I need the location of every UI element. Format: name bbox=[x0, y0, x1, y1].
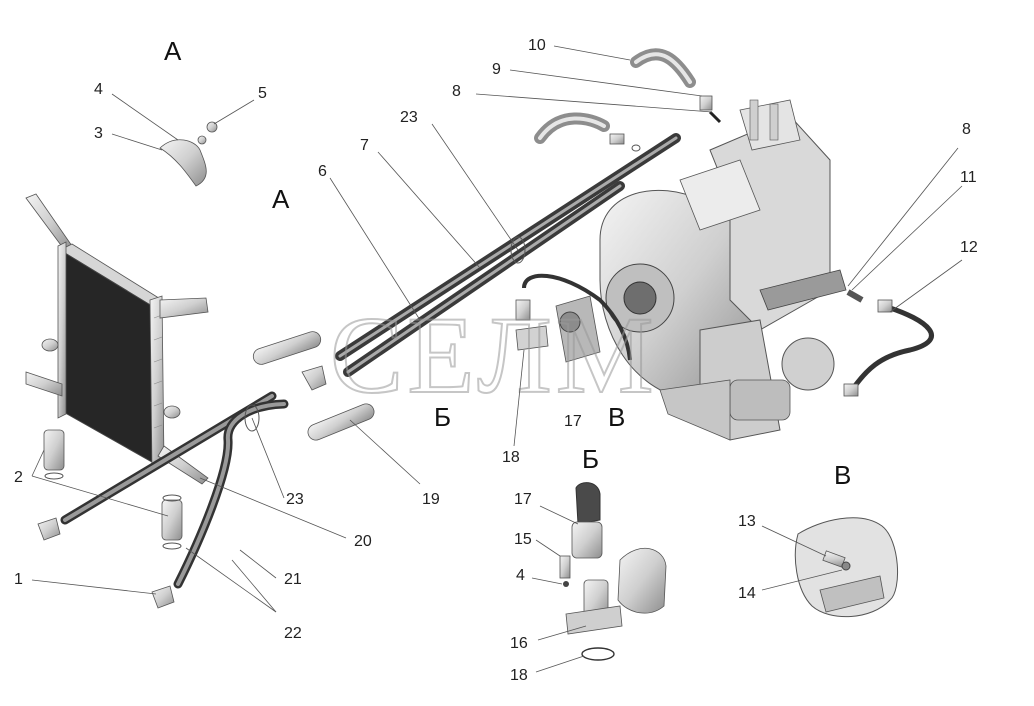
callout-number: 22 bbox=[284, 625, 302, 642]
callout-number: 17 bbox=[514, 491, 532, 508]
callout-number: 6 bbox=[318, 163, 327, 180]
callout-number: 8 bbox=[962, 121, 971, 138]
view-letter-a: А bbox=[272, 184, 290, 214]
callout-number: 14 bbox=[738, 585, 756, 602]
upper-hoses bbox=[534, 48, 722, 152]
callout-number: 7 bbox=[360, 137, 369, 154]
callout-number: 9 bbox=[492, 61, 501, 78]
callout-number: 11 bbox=[960, 169, 977, 186]
callout-number: 23 bbox=[286, 491, 304, 508]
leader-lines bbox=[31, 45, 963, 673]
view-v-detail bbox=[794, 517, 899, 618]
view-letter-a: А bbox=[164, 36, 182, 66]
callout-number: 13 bbox=[738, 513, 756, 530]
callout-number: 18 bbox=[502, 449, 520, 466]
view-a-clamp bbox=[159, 121, 218, 187]
callout-number: 20 bbox=[354, 533, 372, 550]
callout-number: 1 bbox=[14, 571, 23, 588]
callout-number: 4 bbox=[516, 567, 525, 584]
callout-number: 5 bbox=[258, 85, 267, 102]
callout-number: 18 bbox=[510, 667, 528, 684]
view-letter-b: Б bbox=[582, 444, 599, 474]
pipe-assembly-center bbox=[252, 133, 681, 441]
hose-connectors bbox=[37, 429, 183, 609]
callout-number: 23 bbox=[400, 109, 418, 126]
watermark-text: СЕЛМ bbox=[330, 294, 658, 416]
callout-number: 12 bbox=[960, 239, 978, 256]
part-callouts: 10 9 8 23 7 6 4 5 3 8 11 12 2 1 23 20 21… bbox=[14, 37, 978, 684]
pump-and-hose bbox=[515, 273, 632, 363]
callout-number: 3 bbox=[94, 125, 103, 142]
transmission-unit bbox=[599, 99, 847, 441]
right-hose bbox=[843, 289, 934, 397]
callout-number: 21 bbox=[284, 571, 302, 588]
callout-number: 4 bbox=[94, 81, 103, 98]
view-letter-v: В bbox=[834, 460, 851, 490]
callout-number: 8 bbox=[452, 83, 461, 100]
callout-number: 10 bbox=[528, 37, 546, 54]
callout-number: 19 bbox=[422, 491, 440, 508]
view-letter-v: В bbox=[608, 402, 625, 432]
cooler-pipes bbox=[60, 391, 289, 589]
callout-number: 16 bbox=[510, 635, 528, 652]
callout-number: 15 bbox=[514, 531, 532, 548]
callout-number: 2 bbox=[14, 469, 23, 486]
radiator bbox=[25, 193, 209, 485]
view-b-detail bbox=[559, 482, 667, 661]
view-letters: А А Б В Б В bbox=[164, 36, 851, 490]
callout-number: 17 bbox=[564, 413, 582, 430]
view-letter-b: Б bbox=[434, 402, 451, 432]
